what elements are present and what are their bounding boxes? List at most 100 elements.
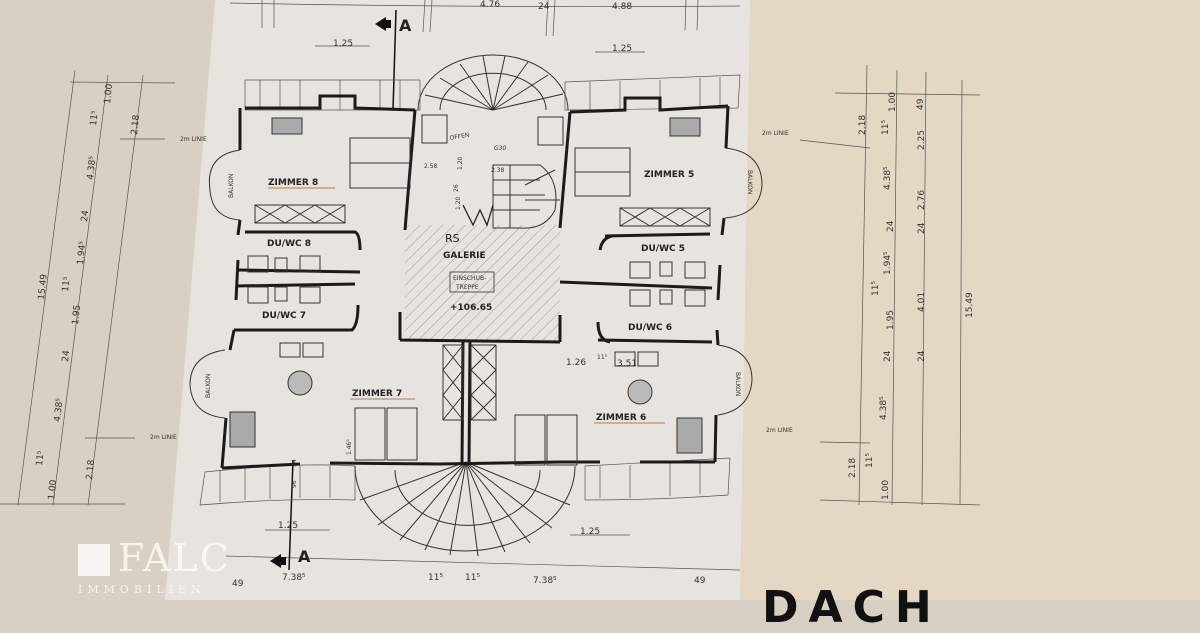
dim-inner: 2.58 [424,163,438,170]
label-einschub: EINSCHUB- [453,275,486,282]
label-balkon-1: BALKON [228,174,235,198]
svg-text:11⁵: 11⁵ [61,276,73,292]
wardrobes [254,114,711,421]
balconies [189,147,763,419]
svg-text:11⁵: 11⁵ [35,450,47,466]
svg-text:A: A [399,16,412,35]
svg-text:A: A [298,547,311,566]
label-balkon-2: BALKON [746,170,753,194]
room-label-zimmer-7: ZIMMER 7 [352,389,402,399]
dim-125-bottom-right: 1.25 [580,527,600,537]
svg-text:24: 24 [917,222,927,234]
svg-text:11⁵: 11⁵ [865,453,875,468]
sheet-title-partial: DACH [762,582,942,633]
label-offen: OFFEN [449,132,470,142]
dim-bottom: 7.38⁵ [282,573,306,583]
dim-left-total: 15.49 [37,273,50,300]
svg-text:24: 24 [886,220,896,232]
lower-stair [354,461,576,557]
svg-text:2.18: 2.18 [858,115,868,135]
svg-text:24: 24 [917,350,927,362]
svg-text:2.18: 2.18 [85,459,97,480]
svg-text:4.01: 4.01 [917,292,927,312]
dim-inner: 1.46⁵ [346,439,353,455]
gallery-hatch [405,225,560,340]
room-label-zimmer-6: ZIMMER 6 [596,413,646,423]
label-balkon-3: BALKON [205,374,212,398]
dim-inner: 96 [291,480,298,488]
label-balkon-4: BALKON [734,372,741,396]
right-dimension-lines [799,64,981,506]
right-paper [730,0,1200,600]
dim-inner: 1.20 [457,156,464,170]
dim-inner: 1.20 [455,196,462,210]
dim-bottom: 11⁵ [465,573,480,583]
svg-text:1.00: 1.00 [47,479,59,500]
dim-inner: 26 [453,184,460,192]
label-2m-linie-4: 2m LINIE [766,427,793,434]
right-dimension-labels: 2.18 1.00 11⁵ 4.38⁵ 49 2.25 2.76 24 24 1… [848,92,927,500]
svg-text:24: 24 [80,210,91,223]
left-dimension-lines [0,69,176,506]
arrow-left-icon [375,17,386,31]
svg-text:24: 24 [883,350,893,362]
top-dimension-lines [225,0,741,571]
dim-bottom: 49 [694,576,706,586]
dim-bottom: 11⁵ [428,573,443,583]
room-label-duwc-8: DU/WC 8 [267,239,311,249]
falc-logo-icon [78,544,110,576]
svg-text:2.18: 2.18 [848,458,858,478]
upper-stair [417,54,569,111]
room-label-duwc-7: DU/WC 7 [262,311,306,321]
room-label-zimmer-5: ZIMMER 5 [644,170,694,180]
svg-text:2.76: 2.76 [917,190,927,210]
svg-text:1.00: 1.00 [103,83,115,104]
svg-text:49: 49 [916,98,926,110]
section-marker-bottom: A [270,459,311,571]
dim-125-top-right: 1.25 [612,44,632,54]
room-label-zimmer-8: ZIMMER 8 [268,178,318,188]
floor-plan-drawing: 4.76 24 4.88 1.25 1.25 1.25 1.25 A A [0,0,1200,600]
svg-text:4.38⁵: 4.38⁵ [53,397,65,422]
roof-eave-hatching [199,74,741,506]
svg-text:1.95: 1.95 [71,304,83,325]
watermark-subtitle: IMMOBILIEN [78,583,206,596]
arrow-left-icon [270,554,281,568]
svg-text:24: 24 [61,350,72,363]
dim-inner: 11⁵ [597,354,608,361]
svg-text:1.00: 1.00 [888,92,898,112]
svg-text:11⁵: 11⁵ [89,110,101,126]
svg-text:1.95: 1.95 [886,310,896,330]
svg-text:4.38⁵: 4.38⁵ [883,166,893,190]
dim-inner: 94 [291,459,298,467]
label-rs: RS [445,232,460,245]
dim-bottom: 7.38⁵ [533,576,557,586]
dim-inner: 2.38 [491,167,505,174]
label-2m-linie-2: 2m LINIE [150,434,177,441]
svg-text:4.38⁵: 4.38⁵ [86,155,98,180]
svg-text:2.18: 2.18 [130,114,142,135]
inner-stair [462,164,560,229]
svg-text:2.25: 2.25 [917,130,927,150]
dim-inner: 3.51 [617,359,637,369]
room-label-duwc-5: DU/WC 5 [641,244,685,254]
label-2m-linie-1: 2m LINIE [180,136,207,143]
label-g30: G30 [494,145,506,152]
dim-125-bottom-left: 1.25 [278,521,298,531]
furniture [229,117,706,466]
svg-text:1.00: 1.00 [881,480,891,500]
dim-125-top-left: 1.25 [333,39,353,49]
svg-text:4.38⁵: 4.38⁵ [879,396,889,420]
left-dimension-labels: 1.00 11⁵ 2.18 4.38⁵ 24 1.94⁵ 11⁵ 1.95 24… [35,83,142,500]
section-marker-top: A [375,9,412,111]
watermark-name: FALC [118,536,231,580]
label-level: +106.65 [450,303,492,313]
dim-bottom: 49 [232,579,244,589]
dim-top-1: 4.76 [480,0,500,10]
svg-text:1.94⁵: 1.94⁵ [883,251,893,275]
svg-text:11⁵: 11⁵ [871,281,881,296]
dim-top-2: 24 [538,2,550,12]
dim-inner: 1.26 [566,358,586,368]
room-label-galerie: GALERIE [443,251,486,261]
